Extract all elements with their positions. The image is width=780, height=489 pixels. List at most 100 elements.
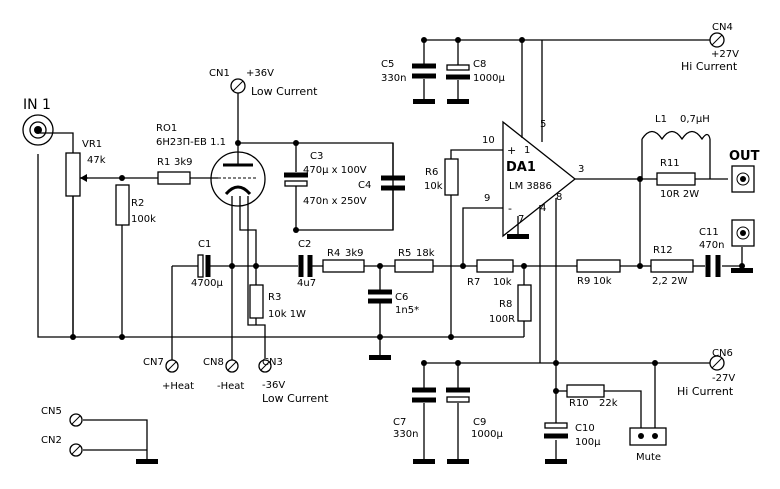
- c9-val: 1000μ: [471, 429, 503, 440]
- l1-val: 0,7μH: [680, 114, 710, 125]
- r10-ref: R10: [569, 398, 589, 409]
- r4-resistor: [322, 259, 365, 273]
- c8-capacitor: [446, 64, 470, 80]
- c4-capacitor: [381, 175, 405, 230]
- mute-jumper[interactable]: [629, 427, 667, 446]
- r7-val: 10k: [493, 277, 512, 288]
- l1-ref: L1: [655, 114, 667, 125]
- r8-ref: R8: [499, 299, 512, 310]
- r1-resistor: [157, 171, 191, 185]
- tube-ref: RO1: [156, 123, 177, 134]
- r6-ref: R6: [425, 167, 438, 178]
- r11-resistor: [656, 172, 696, 186]
- vr1-potentiometer[interactable]: [65, 152, 88, 337]
- cn1-name: CN1: [209, 68, 230, 79]
- output-terminal[interactable]: [731, 165, 755, 193]
- l1-inductor: [641, 130, 711, 141]
- r6-resistor: [444, 158, 459, 196]
- cn8-desc: -Heat: [217, 381, 244, 392]
- pin-9: 9: [484, 193, 490, 204]
- in1-label: IN 1: [23, 97, 51, 113]
- cn6-desc: Hi Current: [677, 385, 734, 398]
- tube-part: 6Н23П-ЕВ 1.1: [156, 137, 226, 148]
- c3-capacitor: [284, 172, 308, 187]
- opamp-ref: DA1: [506, 160, 536, 175]
- opamp-plus: +: [507, 144, 516, 157]
- mute-label: Mute: [636, 452, 661, 463]
- r11-ref: R11: [660, 158, 680, 169]
- r11-val: 10R 2W: [660, 189, 699, 200]
- c10-capacitor: [544, 422, 568, 439]
- r5-resistor: [394, 259, 434, 273]
- c2-val: 4u7: [297, 278, 316, 289]
- vr1-ref: VR1: [82, 139, 102, 150]
- cn8-name: CN8: [203, 357, 224, 368]
- c11-ref: C11: [699, 227, 719, 238]
- cn7-name: CN7: [143, 357, 164, 368]
- c10-ref: C10: [575, 423, 595, 434]
- c7-val: 330n: [393, 429, 418, 440]
- c1-val: 4700μ: [191, 278, 223, 289]
- pin-3: 3: [578, 164, 584, 175]
- r6-val: 10k: [424, 181, 443, 192]
- out-label: OUT: [729, 149, 760, 164]
- c7-capacitor: [412, 387, 436, 403]
- r2-ref: R2: [131, 198, 144, 209]
- r1-val: 3k9: [174, 157, 193, 168]
- c8-ref: C8: [473, 59, 486, 70]
- c2-capacitor: [298, 255, 313, 277]
- r4-ref: R4: [327, 248, 340, 259]
- r5-val: 18k: [416, 248, 435, 259]
- r1-ref: R1: [157, 157, 170, 168]
- c3-val: 470μ x 100V: [303, 165, 367, 176]
- c5-ref: C5: [381, 59, 394, 70]
- cn7-desc: +Heat: [162, 381, 194, 392]
- c2-ref: C2: [298, 239, 311, 250]
- ground-symbols: [136, 99, 753, 464]
- cn4-voltage: +27V: [711, 49, 739, 60]
- cn3-voltage: -36V: [262, 380, 285, 391]
- r3-val: 10k 1W: [268, 309, 306, 320]
- c1-capacitor: [197, 254, 211, 278]
- cn4-name: CN4: [712, 22, 733, 33]
- wires: [37, 39, 743, 460]
- opamp-minus: -: [508, 202, 512, 215]
- c8-val: 1000μ: [473, 73, 505, 84]
- pin-5: 5: [540, 119, 546, 130]
- r10-resistor: [566, 384, 605, 398]
- c11-capacitor: [705, 255, 721, 277]
- r5-ref: R5: [398, 248, 411, 259]
- c9-ref: C9: [473, 417, 486, 428]
- cn4-desc: Hi Current: [681, 60, 738, 73]
- r8-val: 100R: [489, 314, 515, 325]
- cn6-name: CN6: [712, 348, 733, 359]
- input-jack[interactable]: [22, 114, 54, 146]
- c7-ref: C7: [393, 417, 406, 428]
- r12-val: 2,2 2W: [652, 276, 687, 287]
- r12-ref: R12: [653, 245, 673, 256]
- c3-ref: C3: [310, 151, 323, 162]
- r2-val: 100k: [131, 214, 156, 225]
- c4-ref: C4: [358, 180, 371, 191]
- c1-ref: C1: [198, 239, 211, 250]
- output-ground-terminal[interactable]: [731, 219, 755, 247]
- r7-resistor: [476, 259, 514, 273]
- c6-capacitor: [368, 289, 392, 304]
- cn5-name: CN5: [41, 406, 62, 417]
- opamp-da1: [502, 120, 577, 238]
- c5-capacitor: [412, 63, 436, 79]
- cn3-desc: Low Current: [262, 392, 329, 405]
- r8-resistor: [517, 284, 532, 322]
- c11-val: 470n: [699, 240, 724, 251]
- r3-ref: R3: [268, 292, 281, 303]
- pin-10: 10: [482, 135, 495, 146]
- r3-resistor: [249, 284, 264, 319]
- opamp-part: LM 3886: [509, 181, 552, 192]
- c4-val: 470n x 250V: [303, 196, 367, 207]
- cn3-name: CN3: [262, 357, 283, 368]
- c10-val: 100μ: [575, 437, 601, 448]
- r9-ref: R9: [577, 276, 590, 287]
- c9-capacitor: [446, 387, 470, 403]
- pin-8: 8: [556, 192, 562, 203]
